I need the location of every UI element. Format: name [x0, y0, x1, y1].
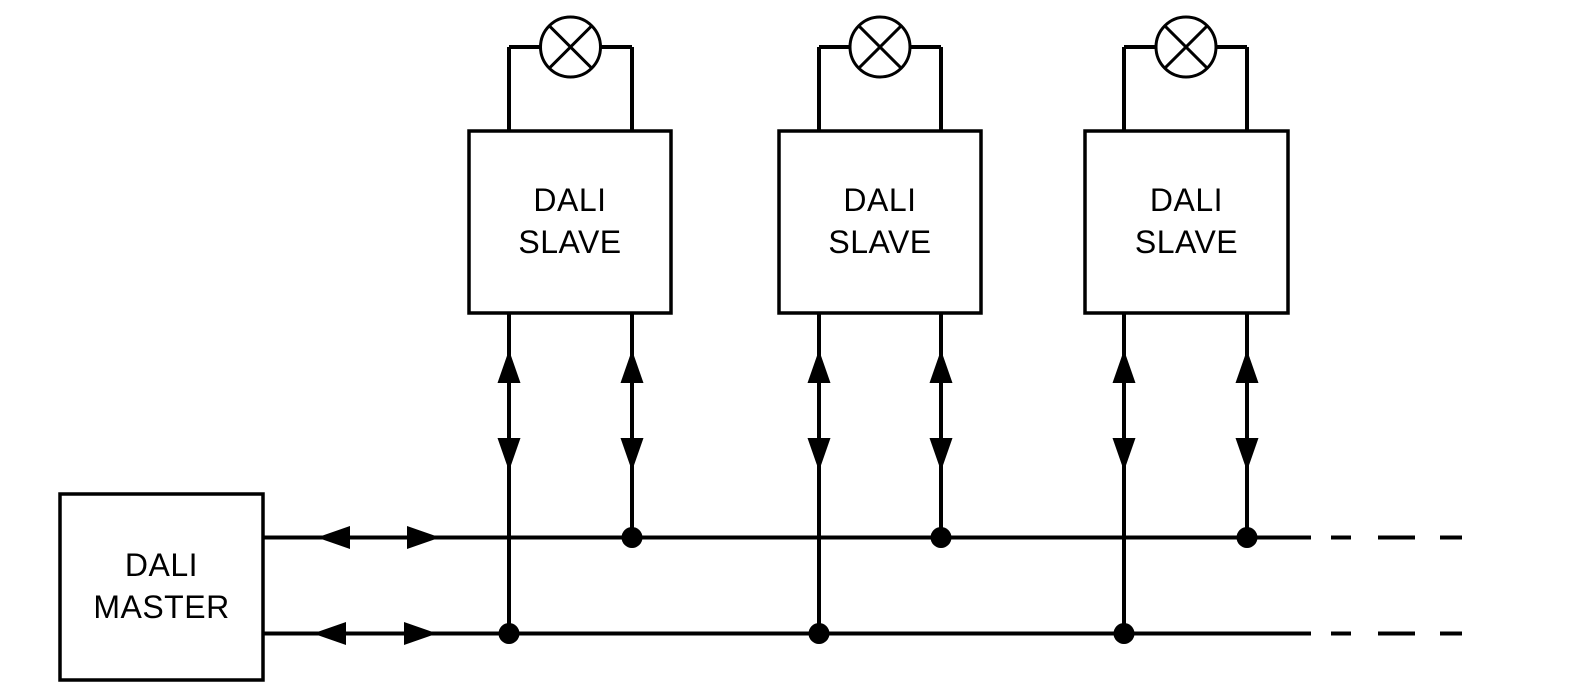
junction-dot-bottom-3 — [1113, 623, 1135, 644]
dali-master-label-line1: DALI — [125, 547, 198, 583]
arrowhead-up-icon — [1235, 350, 1259, 383]
lamp-2-cross-icon — [857, 24, 903, 70]
dali-slave-1-label-line2: SLAVE — [518, 224, 621, 260]
arrowhead-down-icon — [620, 438, 644, 471]
dali-slave-2-label-line2: SLAVE — [828, 224, 931, 260]
dali-master-label-line2: MASTER — [93, 589, 229, 625]
dali-slave-2-label-line1: DALI — [843, 182, 916, 218]
arrowhead-up-icon — [1112, 350, 1136, 383]
arrowhead-right-icon — [407, 526, 440, 549]
dali-slave-3-label-line2: SLAVE — [1135, 224, 1238, 260]
arrowhead-down-icon — [1112, 438, 1136, 471]
junction-dot-bottom-2 — [808, 623, 830, 644]
dali-slave-2-label: DALI SLAVE — [828, 182, 931, 260]
lamp-3-cross-icon — [1163, 24, 1209, 70]
arrowhead-down-icon — [497, 438, 521, 471]
dali-slave-1-label-line1: DALI — [533, 182, 606, 218]
arrowhead-left-icon — [317, 526, 350, 549]
dali-slave-1-label: DALI SLAVE — [518, 182, 621, 260]
arrowhead-up-icon — [929, 350, 953, 383]
arrowhead-up-icon — [807, 350, 831, 383]
arrowhead-down-icon — [1235, 438, 1259, 471]
dali-master-box — [58, 492, 265, 682]
junction-dot-top-2 — [930, 527, 952, 548]
dali-slave-3-box — [1083, 129, 1290, 315]
dali-slave-2-box — [777, 129, 983, 315]
arrowhead-down-icon — [929, 438, 953, 471]
dali-master-label: DALI MASTER — [93, 547, 229, 625]
junction-dot-top-3 — [1236, 527, 1258, 548]
dali-slave-3-label: DALI SLAVE — [1135, 182, 1238, 260]
arrowhead-down-icon — [807, 438, 831, 471]
junction-dot-top-1 — [621, 527, 643, 548]
dali-slave-3-label-line1: DALI — [1150, 182, 1223, 218]
dali-slave-1-box — [467, 129, 673, 315]
lamp-1-cross-icon — [548, 24, 593, 70]
arrowhead-right-icon — [404, 622, 437, 645]
arrowhead-left-icon — [313, 622, 346, 645]
arrowhead-up-icon — [620, 350, 644, 383]
arrowhead-up-icon — [497, 350, 521, 383]
junction-dot-bottom-1 — [498, 623, 520, 644]
